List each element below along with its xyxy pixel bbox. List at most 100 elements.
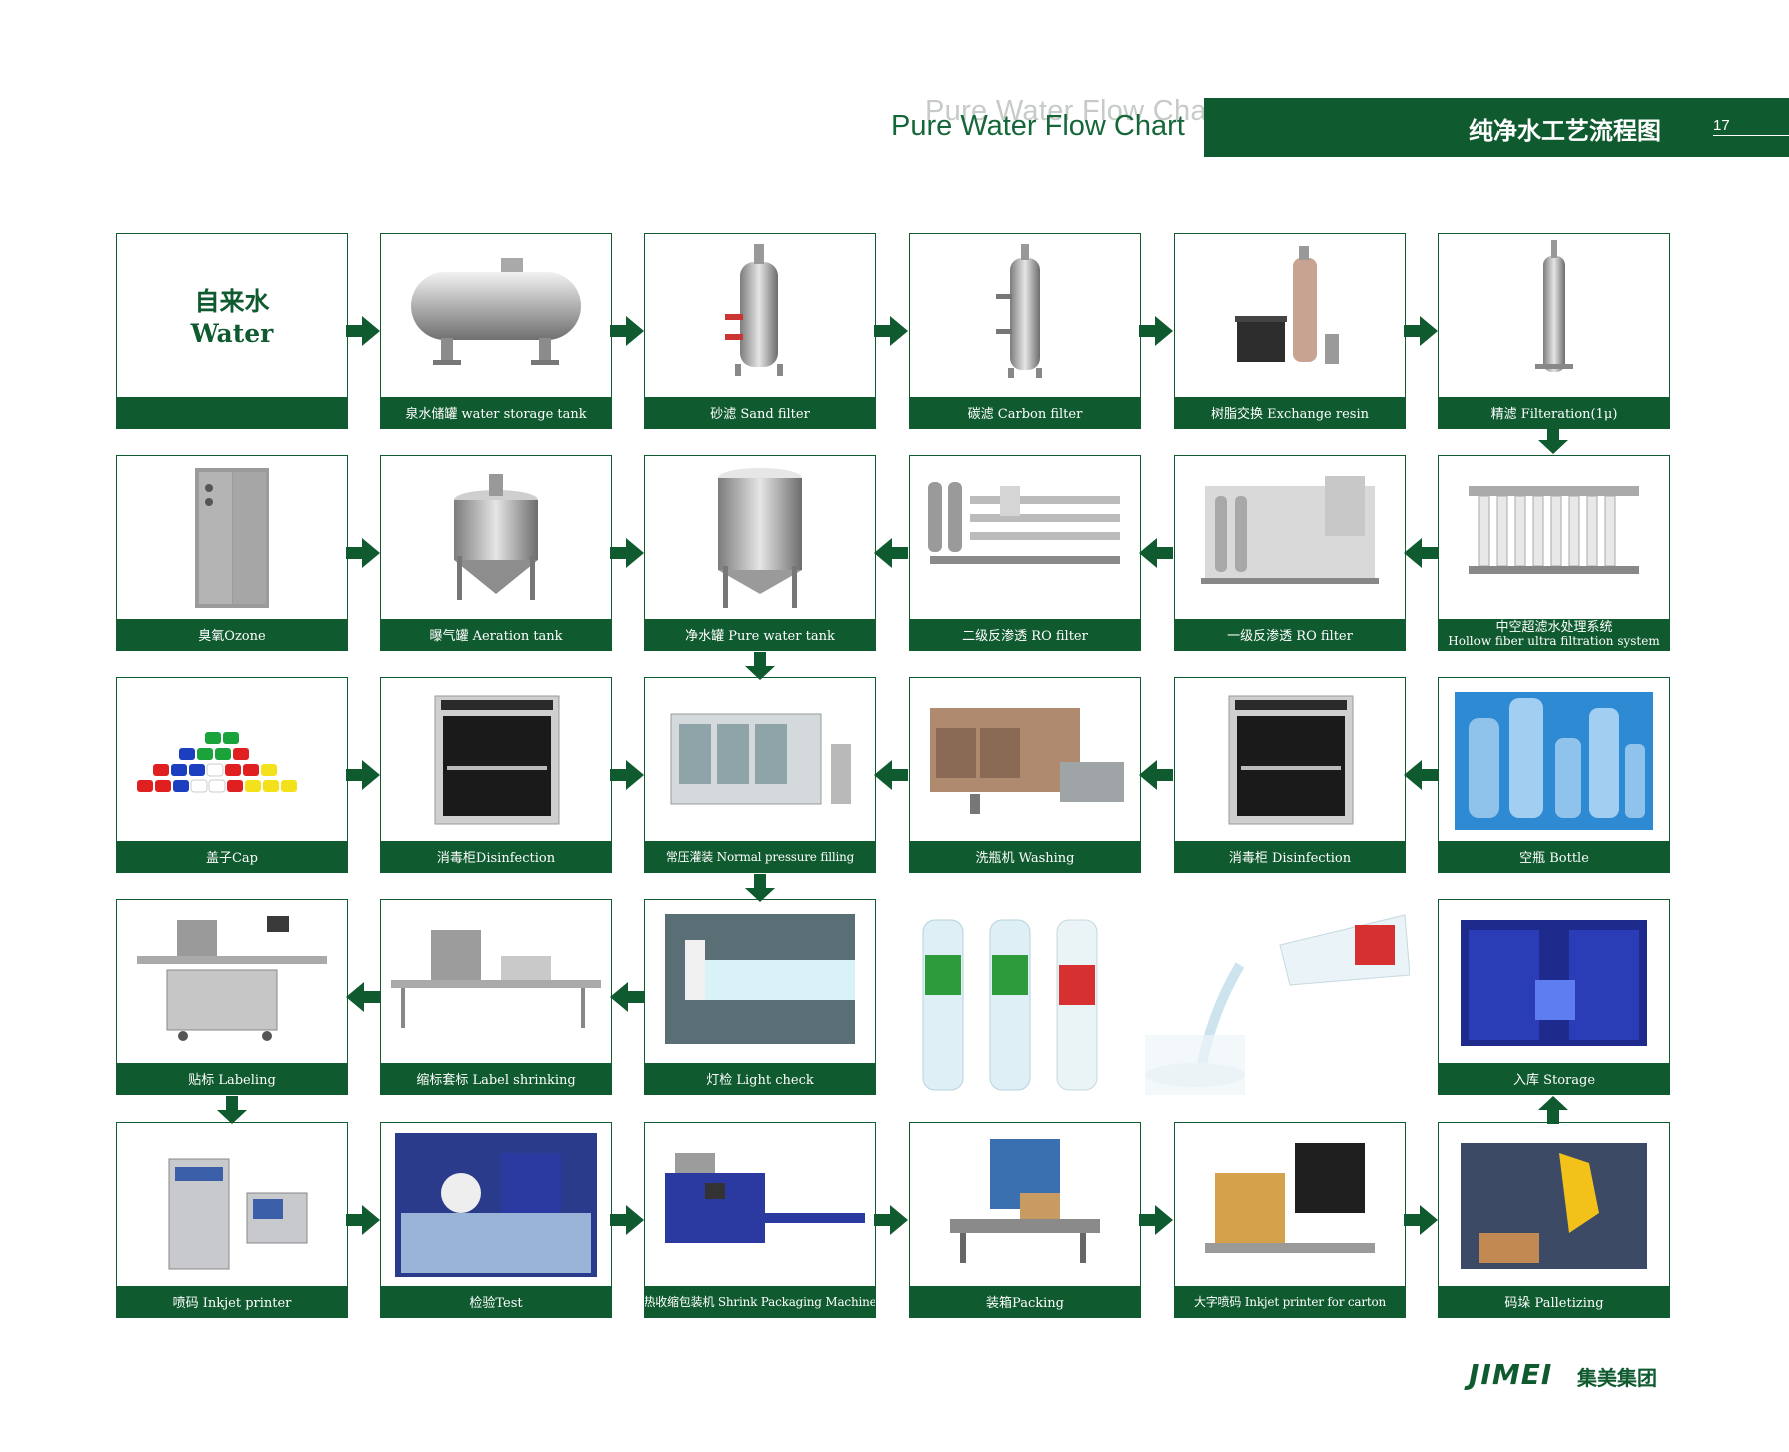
exchange-resin-image	[1235, 246, 1339, 364]
washing-machine-image	[930, 708, 1124, 814]
title-en-ghost: Pure Water Flow Chart	[925, 95, 1226, 127]
card-caption: 消毒柜Disinfection	[381, 841, 611, 872]
carton-printer-image	[1205, 1143, 1375, 1253]
title-en: Pure Water Flow Chart	[891, 110, 1185, 142]
card-label-shrinking: 缩标套标 Label shrinking	[380, 899, 612, 1095]
disinfection-cabinet-image	[1228, 695, 1354, 825]
arrow-right-icon	[610, 1205, 644, 1235]
card-inkjet-printer: 喷码 Inkjet printer	[116, 1122, 348, 1318]
arrow-right-icon	[874, 316, 908, 346]
card-caption: 精滤 Filteration(1μ)	[1439, 397, 1669, 428]
inkjet-printer-image	[168, 1158, 308, 1270]
shrink-packaging-image	[665, 1153, 865, 1243]
card-water-storage-tank: 泉水储罐 water storage tank	[380, 233, 612, 429]
light-check-image	[665, 914, 855, 1044]
card-ro-filter-2: 二级反渗透 RO filter	[909, 455, 1141, 651]
page-number-underline	[1713, 135, 1789, 136]
arrow-down-icon	[745, 652, 775, 680]
card-caption: 热收缩包装机 Shrink Packaging Machine	[645, 1286, 875, 1317]
card-pure-water-tank: 净水罐 Pure water tank	[644, 455, 876, 651]
card-packing: 装箱Packing	[909, 1122, 1141, 1318]
card-caption: 大字喷码 Inkjet printer for carton	[1175, 1286, 1405, 1317]
card-filling: 常压灌装 Normal pressure filling	[644, 677, 876, 873]
card-caption: 泉水储罐 water storage tank	[381, 397, 611, 428]
card-caption: 二级反渗透 RO filter	[910, 619, 1140, 650]
hollow-fiber-image	[1469, 486, 1639, 574]
card-exchange-resin: 树脂交换 Exchange resin	[1174, 233, 1406, 429]
ro-filter-2-image	[928, 482, 1120, 564]
arrow-left-icon	[346, 982, 380, 1012]
card-caption: 曝气罐 Aeration tank	[381, 619, 611, 650]
card-fine-filter: 精滤 Filteration(1μ)	[1438, 233, 1670, 429]
arrow-right-icon	[610, 538, 644, 568]
arrow-right-icon	[610, 316, 644, 346]
ozone-image	[195, 468, 269, 608]
filling-machine-image	[670, 713, 851, 805]
storage-image	[1461, 920, 1647, 1046]
caption-en: Hollow fiber ultra filtration system	[1448, 634, 1660, 649]
card-carton-printer: 大字喷码 Inkjet printer for carton	[1174, 1122, 1406, 1318]
arrow-left-icon	[1404, 538, 1438, 568]
labeling-machine-image	[137, 916, 327, 1041]
arrow-right-icon	[346, 760, 380, 790]
arrow-right-icon	[1139, 1205, 1173, 1235]
card-disinfection-2: 消毒柜 Disinfection	[1174, 677, 1406, 873]
card-light-check: 灯检 Light check	[644, 899, 876, 1095]
card-caption: 常压灌装 Normal pressure filling	[645, 841, 875, 872]
water-label-cn: 自来水	[194, 287, 270, 316]
pouring-water-image	[1145, 914, 1410, 1095]
arrow-right-icon	[346, 538, 380, 568]
card-caption: 检验Test	[381, 1286, 611, 1317]
arrow-left-icon	[1139, 760, 1173, 790]
card-caption: 洗瓶机 Washing	[910, 841, 1140, 872]
storage-tank-image	[411, 258, 581, 365]
arrow-right-icon	[1404, 316, 1438, 346]
pure-water-tank-image	[718, 468, 802, 608]
arrow-right-icon	[1404, 1205, 1438, 1235]
sand-filter-image	[725, 244, 783, 376]
card-aeration-tank: 曝气罐 Aeration tank	[380, 455, 612, 651]
title-cn: 纯净水工艺流程图	[1469, 117, 1661, 145]
arrow-right-icon	[1139, 316, 1173, 346]
card-caption: 消毒柜 Disinfection	[1175, 841, 1405, 872]
arrow-down-icon	[745, 874, 775, 902]
card-caption: 入库 Storage	[1439, 1063, 1669, 1094]
packing-machine-image	[950, 1139, 1100, 1263]
caption-cn: 中空超滤水处理系统	[1495, 619, 1613, 635]
card-caption: 一级反渗透 RO filter	[1175, 619, 1405, 650]
card-test: 检验Test	[380, 1122, 612, 1318]
water-bottles-image	[922, 919, 1098, 1091]
caps-image	[137, 732, 297, 793]
jimei-logo-text: JIMEI	[1469, 1358, 1553, 1391]
arrow-down-icon	[217, 1096, 247, 1124]
aeration-tank-image	[454, 474, 538, 600]
arrow-left-icon	[1404, 760, 1438, 790]
card-water: 自来水 Water	[116, 233, 348, 429]
ro-filter-1-image	[1201, 476, 1379, 584]
arrow-right-icon	[346, 316, 380, 346]
card-caption: 碳滤 Carbon filter	[910, 397, 1140, 428]
water-label: 自来水 Water	[117, 286, 347, 350]
arrow-left-icon	[610, 982, 644, 1012]
card-hollow-fiber: 中空超滤水处理系统 Hollow fiber ultra filtration …	[1438, 455, 1670, 651]
card-ro-filter-1: 一级反渗透 RO filter	[1174, 455, 1406, 651]
arrow-left-icon	[874, 760, 908, 790]
card-caption: 中空超滤水处理系统 Hollow fiber ultra filtration …	[1439, 619, 1669, 650]
card-bottle: 空瓶 Bottle	[1438, 677, 1670, 873]
arrow-up-icon	[1538, 1096, 1568, 1124]
fine-filter-image	[1535, 240, 1573, 372]
arrow-left-icon	[1139, 538, 1173, 568]
carbon-filter-image	[996, 244, 1042, 378]
card-caption-empty	[117, 397, 347, 428]
page-number: 17	[1713, 117, 1730, 134]
arrow-right-icon	[610, 760, 644, 790]
card-sand-filter: 砂滤 Sand filter	[644, 233, 876, 429]
card-caption: 码垛 Palletizing	[1439, 1286, 1669, 1317]
card-caption: 树脂交换 Exchange resin	[1175, 397, 1405, 428]
arrow-down-icon	[1538, 426, 1568, 454]
disinfection-cabinet-image	[434, 695, 560, 825]
arrow-left-icon	[874, 538, 908, 568]
card-caption: 净水罐 Pure water tank	[645, 619, 875, 650]
card-caption: 喷码 Inkjet printer	[117, 1286, 347, 1317]
palletizing-robot-image	[1461, 1143, 1647, 1269]
